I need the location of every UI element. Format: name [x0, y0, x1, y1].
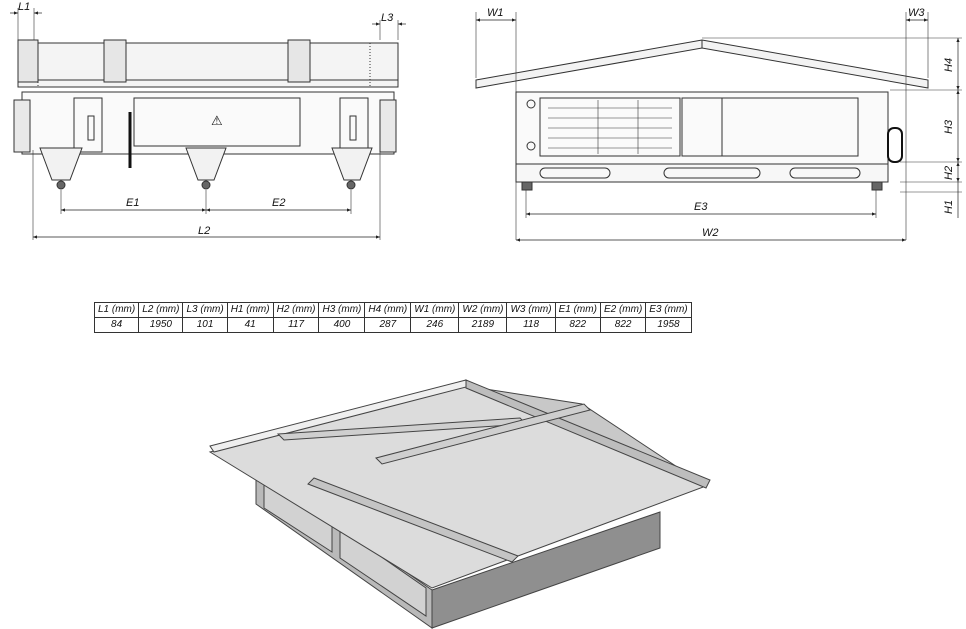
side-label-h3: H3 [943, 119, 955, 134]
front-label-l2: L2 [198, 225, 210, 237]
front-label-l3: L3 [381, 12, 394, 24]
dimension-table-value-row: 84 1950 101 41 117 400 287 246 2189 118 … [93, 317, 692, 333]
header-cell: L2 (mm) [138, 302, 184, 318]
value-cell: 1950 [138, 317, 184, 333]
side-label-w3: W3 [908, 7, 925, 19]
isometric-view [208, 379, 711, 629]
side-dimensions [476, 18, 960, 242]
header-cell: H2 (mm) [272, 302, 320, 318]
side-label-e3: E3 [694, 201, 708, 213]
header-cell: E3 (mm) [645, 302, 692, 318]
side-label-h1: H1 [943, 200, 955, 214]
value-cell: 2189 [458, 317, 508, 333]
side-label-h2: H2 [943, 166, 955, 180]
front-label-e2: E2 [272, 197, 285, 209]
header-cell: H4 (mm) [364, 302, 412, 318]
value-cell: 400 [318, 317, 366, 333]
dimension-table-header-row: L1 (mm) L2 (mm) L3 (mm) H1 (mm) H2 (mm) … [93, 302, 692, 318]
warning-icon: ⚠ [211, 114, 223, 129]
value-cell: 822 [599, 317, 647, 333]
value-cell: 1958 [645, 317, 692, 333]
header-cell: W3 (mm) [506, 302, 556, 318]
front-view [13, 8, 399, 240]
header-cell: L1 (mm) [93, 302, 140, 318]
front-label-e1: E1 [126, 197, 139, 209]
side-label-w1: W1 [487, 7, 504, 19]
header-cell: H1 (mm) [226, 302, 274, 318]
value-cell: 84 [93, 317, 140, 333]
header-cell: E2 (mm) [599, 302, 647, 318]
value-cell: 287 [364, 317, 412, 333]
value-cell: 41 [226, 317, 274, 333]
header-cell: H3 (mm) [318, 302, 366, 318]
header-cell: W2 (mm) [458, 302, 508, 318]
front-dimensions [10, 11, 406, 239]
front-label-l1: L1 [18, 1, 30, 13]
value-cell: 118 [506, 317, 556, 333]
header-cell: W1 (mm) [410, 302, 460, 318]
side-view [475, 12, 962, 240]
dimension-table: L1 (mm) L2 (mm) L3 (mm) H1 (mm) H2 (mm) … [93, 302, 692, 333]
value-cell: 822 [554, 317, 601, 333]
value-cell: 246 [410, 317, 460, 333]
side-label-h4: H4 [943, 58, 955, 72]
value-cell: 101 [182, 317, 228, 333]
side-label-w2: W2 [702, 227, 719, 239]
header-cell: E1 (mm) [554, 302, 601, 318]
header-cell: L3 (mm) [182, 302, 228, 318]
value-cell: 117 [272, 317, 320, 333]
